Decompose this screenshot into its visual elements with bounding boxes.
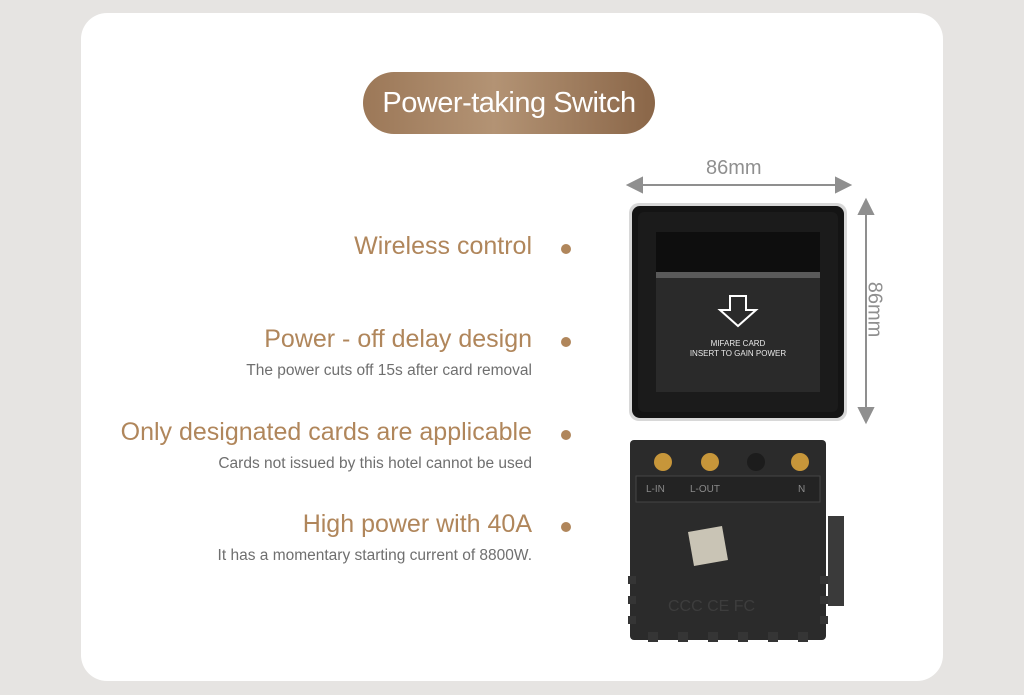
terminal-label-l-out: L-OUT xyxy=(690,484,720,495)
switch-back-module xyxy=(628,440,844,642)
feature-description: Cards not issued by this hotel cannot be… xyxy=(218,455,532,472)
card-instruction-text: MIFARE CARD INSERT TO GAIN POWER xyxy=(656,339,820,359)
switch-front-panel xyxy=(629,203,847,421)
feature-description: It has a momentary starting current of 8… xyxy=(217,547,532,564)
feature-heading: Only designated cards are applicable xyxy=(120,418,532,446)
bullet-dot xyxy=(561,522,571,532)
feature-heading: Wireless control xyxy=(354,232,532,260)
feature-heading: High power with 40A xyxy=(302,510,532,538)
certification-marks: CCC CE FC xyxy=(668,598,756,615)
terminal-label-l-in: L-IN xyxy=(646,484,665,495)
feature-wireless-control: Wireless control xyxy=(354,232,532,261)
bullet-dot xyxy=(561,430,571,440)
feature-designated-cards: Only designated cards are applicable Car… xyxy=(121,418,532,473)
feature-high-power: High power with 40A It has a momentary s… xyxy=(218,510,532,565)
card-text-line1: MIFARE CARD xyxy=(710,339,766,348)
bullet-dot xyxy=(561,337,571,347)
width-dimension-label: 86mm xyxy=(706,157,762,179)
card-text-line2: INSERT TO GAIN POWER xyxy=(689,349,787,358)
feature-heading: Power - off delay design xyxy=(264,325,532,353)
terminal-label-n: N xyxy=(798,484,806,495)
bullet-dot xyxy=(561,244,571,254)
dimension-arrows xyxy=(625,176,875,425)
height-dimension-label: 86mm xyxy=(863,281,886,338)
feature-power-off-delay: Power - off delay design The power cuts … xyxy=(246,325,532,380)
feature-description: The power cuts off 15s after card remova… xyxy=(246,362,532,379)
page-title: Power-taking Switch xyxy=(363,72,655,134)
